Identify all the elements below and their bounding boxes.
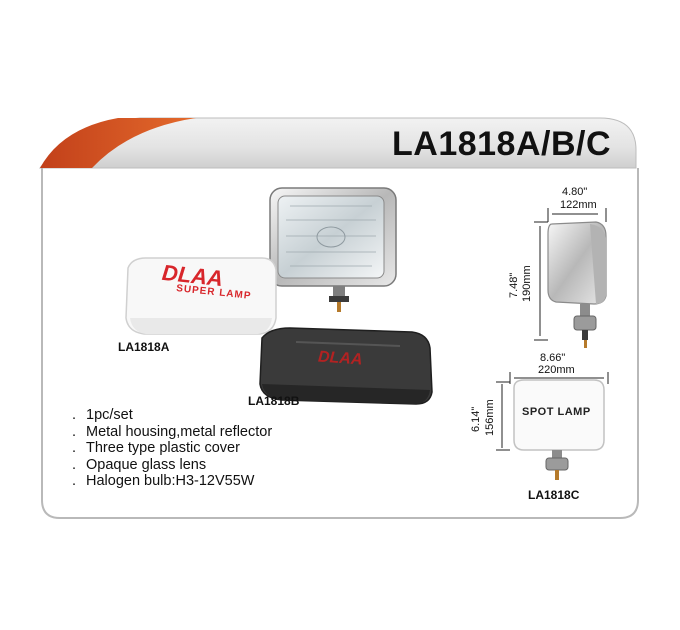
cover-b-image xyxy=(259,327,433,405)
cover-a-image xyxy=(125,257,277,335)
feature-item: .1pc/set xyxy=(72,407,133,423)
label-la1818b: LA1818B xyxy=(248,394,300,408)
label-la1818c: LA1818C xyxy=(528,488,580,502)
cover-c-text: SPOT LAMP xyxy=(522,406,591,418)
dim-front-height-in: 6.14" xyxy=(470,406,482,432)
lamp-chrome-image xyxy=(269,187,397,312)
panel-border xyxy=(41,168,639,519)
dim-top-width-in: 4.80" xyxy=(562,186,588,198)
product-title: LA1818A/B/C xyxy=(392,125,612,163)
cover-b-brand: DLAA xyxy=(317,348,364,369)
feature-item: .Opaque glass lens xyxy=(72,456,207,473)
dim-side-height-mm: 190mm xyxy=(521,265,533,302)
feature-item: .Metal housing,metal reflector xyxy=(72,423,273,440)
side-dimension-lines xyxy=(534,208,607,341)
dim-front-width-in: 8.66" xyxy=(540,352,566,364)
side-view-image xyxy=(547,221,607,348)
dim-top-width-mm: 122mm xyxy=(560,199,597,211)
label-la1818a: LA1818A xyxy=(118,340,170,354)
feature-item: .Three type plastic cover xyxy=(72,440,240,456)
front-view-image xyxy=(513,379,605,480)
dim-side-height-in: 7.48" xyxy=(508,272,520,298)
feature-item: .Halogen bulb:H3-12V55W xyxy=(72,473,255,489)
header-accent xyxy=(40,118,196,168)
front-dimension-lines xyxy=(496,372,609,451)
feature-list: .1pc/set .Metal housing,metal reflector … xyxy=(72,407,272,490)
dim-front-width-mm: 220mm xyxy=(538,364,575,376)
dim-front-height-mm: 156mm xyxy=(484,399,496,436)
